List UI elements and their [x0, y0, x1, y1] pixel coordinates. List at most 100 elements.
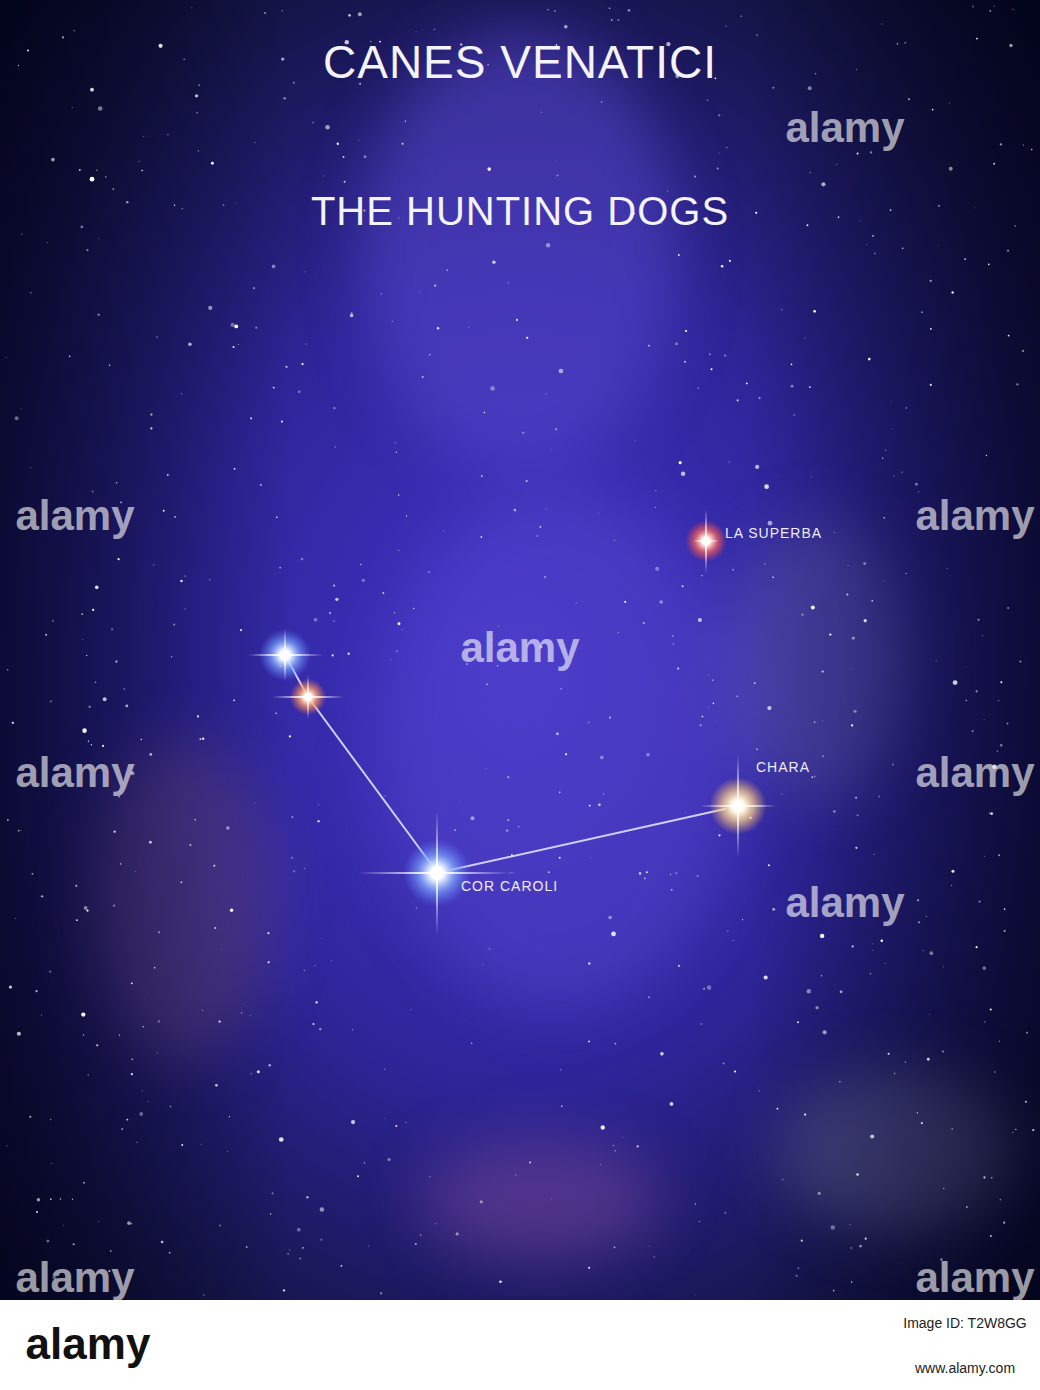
background-star	[292, 816, 294, 818]
background-star	[682, 585, 684, 587]
background-star	[140, 739, 141, 740]
background-star	[163, 510, 165, 512]
background-star	[315, 965, 316, 966]
background-star	[485, 768, 487, 770]
background-star	[380, 1292, 382, 1294]
background-star	[264, 12, 265, 13]
background-star	[518, 826, 520, 828]
background-star	[69, 355, 71, 357]
background-star	[96, 1044, 98, 1046]
star-name: COR CAROLI	[461, 878, 558, 894]
background-star	[613, 1145, 614, 1146]
background-star	[30, 292, 32, 294]
background-star	[741, 16, 742, 17]
background-star	[809, 172, 810, 173]
background-star	[180, 580, 182, 582]
background-star	[287, 1253, 289, 1255]
background-star	[382, 592, 384, 594]
background-star	[492, 260, 495, 263]
background-star	[12, 722, 14, 724]
background-star	[988, 264, 990, 266]
background-star	[202, 1010, 203, 1011]
background-star	[836, 163, 838, 165]
background-star	[41, 895, 43, 897]
background-star	[993, 163, 995, 165]
background-star	[480, 1200, 483, 1203]
background-star	[15, 416, 19, 420]
star-symbol	[247, 629, 323, 681]
background-star	[170, 1106, 172, 1108]
background-star	[878, 795, 880, 797]
background-star	[422, 376, 424, 378]
background-star	[443, 530, 445, 532]
background-star	[254, 802, 255, 803]
background-star	[135, 871, 137, 873]
background-star	[9, 985, 12, 988]
background-star	[634, 440, 636, 442]
background-star	[949, 102, 950, 103]
background-star	[364, 1162, 365, 1163]
background-star	[260, 484, 262, 486]
background-star	[149, 753, 152, 756]
background-star	[791, 385, 794, 388]
background-star	[694, 176, 696, 178]
background-star	[398, 550, 399, 551]
background-star	[90, 88, 94, 92]
background-star	[246, 1246, 248, 1248]
background-star	[511, 854, 513, 856]
background-star	[415, 1243, 417, 1245]
footer-bar	[0, 1300, 1040, 1390]
background-star	[883, 517, 885, 519]
watermark: alamy	[15, 1257, 134, 1299]
background-star	[253, 287, 255, 289]
watermark: alamy	[915, 495, 1034, 537]
background-star	[983, 1176, 985, 1178]
background-star	[851, 724, 853, 726]
background-star	[208, 306, 212, 310]
background-star	[86, 909, 88, 911]
background-star	[614, 1043, 616, 1045]
background-star	[96, 169, 98, 171]
background-star	[254, 142, 255, 143]
background-star	[126, 201, 128, 203]
background-star	[928, 1013, 930, 1015]
background-star	[47, 1240, 50, 1243]
background-star	[1000, 143, 1002, 145]
background-star	[357, 140, 359, 142]
background-star	[951, 1128, 952, 1129]
background-star	[598, 512, 600, 514]
background-star	[84, 906, 88, 910]
background-star	[312, 122, 314, 124]
background-star	[813, 310, 816, 313]
background-star	[50, 700, 52, 702]
background-star	[381, 293, 382, 294]
background-star	[701, 1023, 703, 1025]
background-star	[611, 19, 613, 21]
background-star	[655, 507, 656, 508]
background-star	[859, 1245, 862, 1248]
background-star	[546, 243, 550, 247]
background-star	[614, 1246, 616, 1248]
background-star	[92, 609, 94, 611]
background-star	[110, 1250, 112, 1252]
background-star	[109, 364, 110, 365]
background-star	[275, 713, 276, 714]
background-star	[437, 327, 439, 329]
background-star	[357, 1175, 359, 1177]
background-star	[481, 475, 483, 477]
background-star	[888, 1053, 890, 1055]
background-star	[991, 1177, 992, 1178]
background-star	[990, 1235, 992, 1237]
background-star	[777, 1108, 779, 1110]
background-star	[698, 618, 702, 622]
background-star	[507, 282, 509, 284]
website: www.alamy.com	[915, 1361, 1015, 1375]
background-star	[348, 14, 351, 17]
background-star	[515, 1174, 517, 1176]
background-star	[285, 366, 287, 368]
background-star	[865, 244, 867, 246]
background-star	[471, 1043, 472, 1044]
background-star	[429, 354, 430, 355]
background-star	[942, 1051, 944, 1053]
background-star	[231, 323, 235, 327]
